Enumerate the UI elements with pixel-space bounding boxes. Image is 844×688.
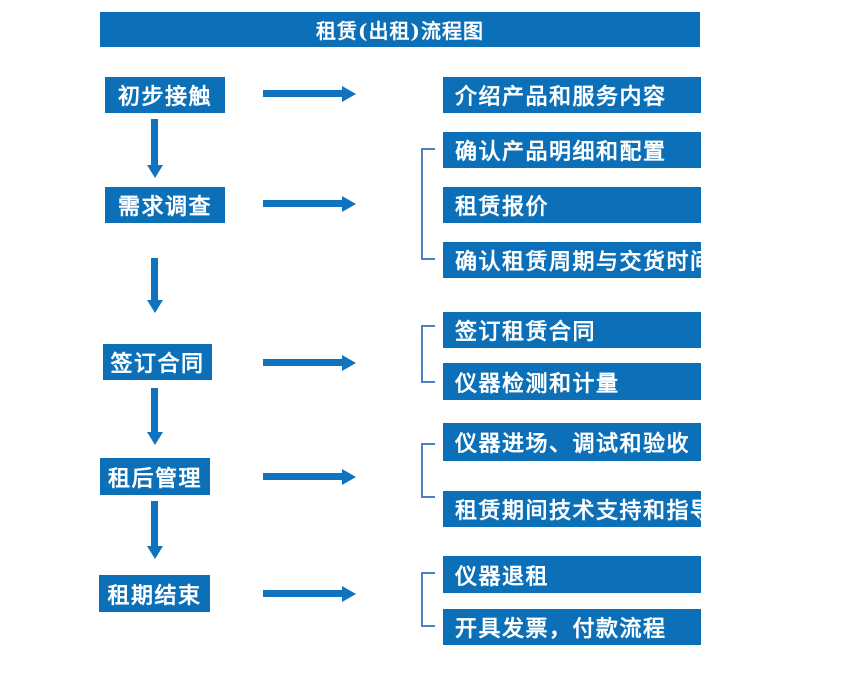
arrow-right-icon xyxy=(263,200,342,207)
arrow-right-icon xyxy=(263,590,342,597)
flowchart-title: 租赁(出租)流程图 xyxy=(100,12,700,47)
arrow-down-icon xyxy=(151,388,158,432)
detail-box-instrument-setup: 仪器进场、调试和验收 xyxy=(443,423,701,461)
arrow-right-icon xyxy=(263,90,342,97)
detail-box-tech-support: 租赁期间技术支持和指导 xyxy=(443,491,712,527)
step-box-sign-contract: 签订合同 xyxy=(103,344,212,380)
step-box-rental-end: 租期结束 xyxy=(99,575,210,612)
detail-box-instrument-testing: 仪器检测和计量 xyxy=(443,363,701,400)
group-bracket xyxy=(421,443,435,498)
arrow-down-icon xyxy=(151,119,158,165)
group-bracket xyxy=(421,325,435,383)
arrow-right-icon xyxy=(263,359,342,366)
arrow-right-icon xyxy=(263,473,342,480)
detail-box-introduce-products: 介绍产品和服务内容 xyxy=(443,77,701,113)
step-box-post-rental-mgmt: 租后管理 xyxy=(100,458,210,495)
arrow-down-icon xyxy=(151,501,158,546)
detail-box-sign-rental-contract: 签订租赁合同 xyxy=(443,312,701,348)
detail-box-confirm-product-config: 确认产品明细和配置 xyxy=(443,132,701,168)
step-box-initial-contact: 初步接触 xyxy=(105,77,225,113)
detail-box-instrument-return: 仪器退租 xyxy=(443,556,701,593)
group-bracket xyxy=(421,148,435,260)
detail-box-rental-quote: 租赁报价 xyxy=(443,187,701,223)
group-bracket xyxy=(421,572,435,627)
detail-box-invoice-payment: 开具发票，付款流程 xyxy=(443,609,701,645)
step-box-demand-survey: 需求调查 xyxy=(105,187,225,223)
arrow-down-icon xyxy=(151,258,158,300)
detail-box-confirm-period-delivery: 确认租赁周期与交货时间 xyxy=(443,242,712,278)
